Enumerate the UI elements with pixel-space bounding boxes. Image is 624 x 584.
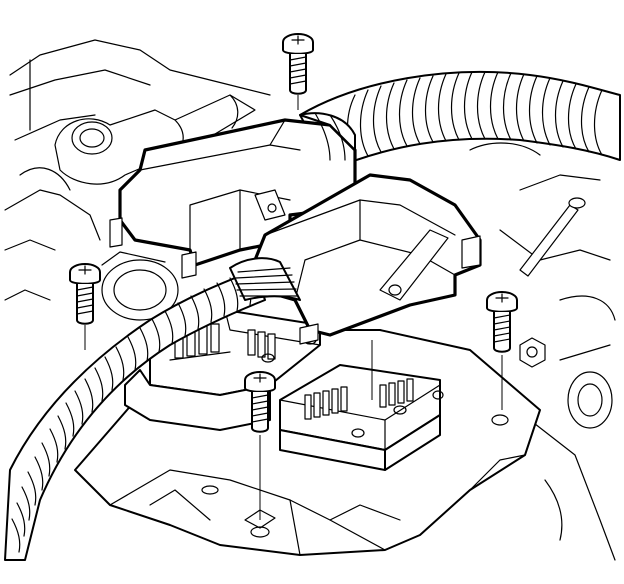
connector-lower bbox=[229, 173, 482, 345]
control-module bbox=[74, 309, 541, 556]
bolt-bottom bbox=[244, 371, 276, 520]
bolt-top bbox=[282, 33, 314, 110]
wiring-harness bbox=[4, 70, 621, 561]
bolt-right bbox=[486, 291, 518, 410]
bolt-left bbox=[69, 263, 101, 350]
mounting-bolts bbox=[69, 33, 518, 520]
engine-block bbox=[4, 39, 616, 561]
connector-pins-right bbox=[304, 378, 444, 438]
